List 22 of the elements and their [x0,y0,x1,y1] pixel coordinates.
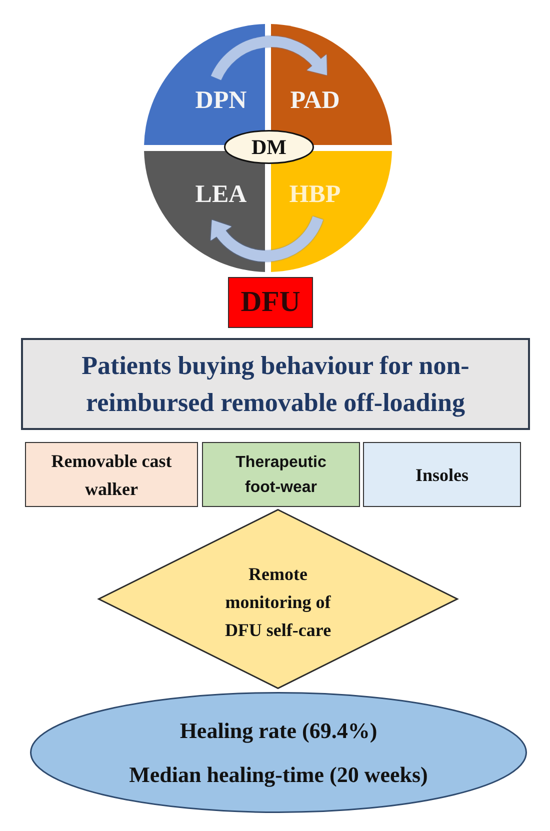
quadrant-label: DPN [195,86,247,116]
ellipse-label: Healing rate (69.4%) [180,716,378,745]
quadrant-label: PAD [290,86,340,116]
option-box [25,442,198,507]
heading-box [21,338,530,430]
quadrant-label: HBP [289,180,341,210]
option-box [363,442,521,507]
result-ellipse [30,692,527,813]
outcome-box [228,277,313,328]
quadrant-label: LEA [195,180,247,210]
curved-arrow [211,216,324,262]
decision-diamond [98,509,458,689]
ellipse-label: Median healing-time (20 weeks) [129,760,428,789]
heading-text: Patients buying behaviour for non-reimbursed removable off-loading [80,350,470,419]
box-label: Insoles [415,464,468,486]
box-label: Removable cast walker [50,450,173,500]
box-label: DFU [240,285,300,320]
option-box [202,442,360,507]
diamond-label: Remote monitoring of DFU self-care [224,563,332,642]
ellipse-label: DM [252,134,286,160]
curved-arrow [211,36,328,80]
box-label: Therapeutic foot-wear [234,452,328,498]
